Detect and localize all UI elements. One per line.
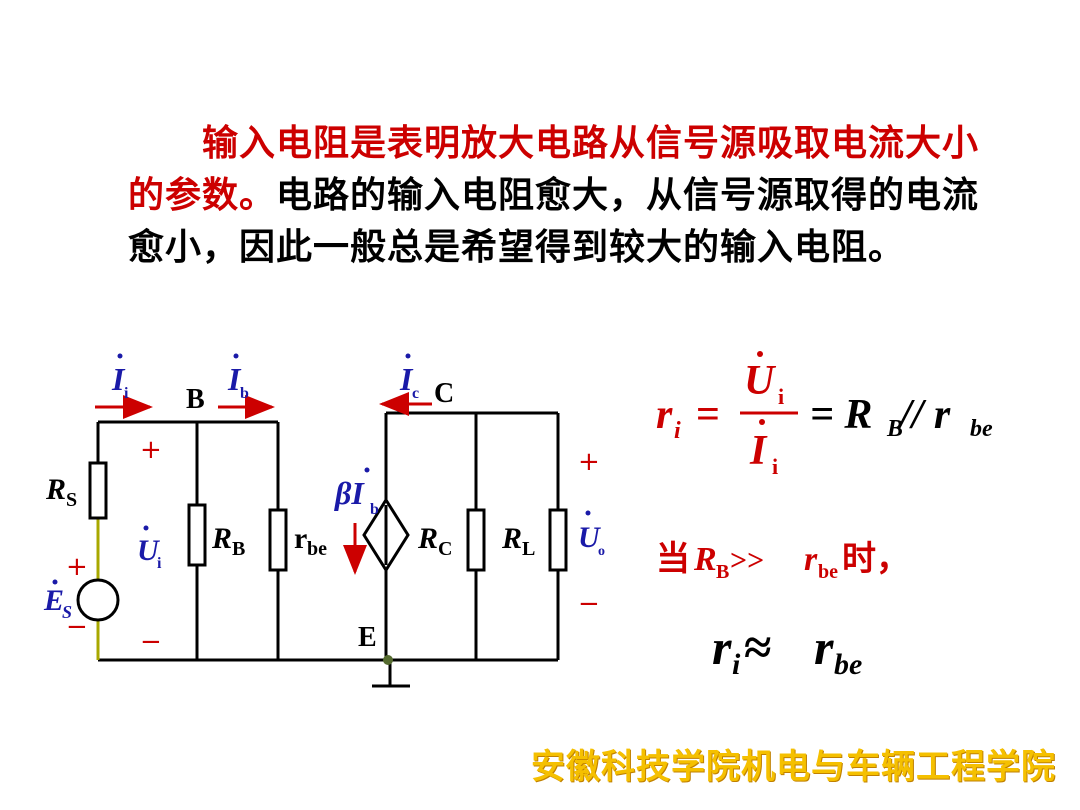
ii-label: I bbox=[111, 361, 126, 397]
svg-text:= R: = R bbox=[810, 392, 872, 438]
svg-text:U: U bbox=[744, 358, 777, 404]
condition-text: 当 R B >> r be 时， bbox=[656, 539, 910, 583]
es-plus: + bbox=[66, 552, 88, 582]
formula-approx: r i ≈ r be bbox=[712, 619, 862, 681]
svg-text:≈: ≈ bbox=[744, 619, 771, 675]
ib-label: I bbox=[227, 361, 242, 397]
rb-sub: B bbox=[232, 538, 245, 560]
ui-plus: + bbox=[140, 435, 162, 465]
svg-text:// r: // r bbox=[897, 392, 951, 438]
ib-sub: b bbox=[240, 385, 249, 402]
description-paragraph: 输入电阻是表明放大电路从信号源吸取电流大小的参数。电路的输入电阻愈大，从信号源取… bbox=[128, 118, 988, 274]
svg-text:i: i bbox=[772, 454, 778, 479]
rbe-sub: be bbox=[307, 538, 327, 560]
voltage-source-icon bbox=[76, 578, 120, 622]
svg-text:B: B bbox=[716, 561, 729, 583]
circuit-wires bbox=[96, 411, 560, 688]
svg-text:=: = bbox=[696, 392, 720, 438]
svg-text:be: be bbox=[818, 561, 838, 583]
ui-sub: i bbox=[157, 555, 162, 572]
svg-text:r: r bbox=[804, 541, 818, 578]
uo-plus: + bbox=[578, 447, 600, 477]
footer-institution: 安徽科技学院机电与车辆工程学院 bbox=[531, 747, 1056, 787]
node-b-label: B bbox=[186, 384, 205, 415]
uo-sub: o bbox=[598, 544, 605, 559]
ui-label: U bbox=[137, 534, 160, 567]
svg-text:r: r bbox=[814, 619, 834, 675]
svg-text:I: I bbox=[749, 428, 768, 474]
beta-ib-label: βI bbox=[334, 475, 365, 511]
rs-label: R bbox=[45, 473, 66, 506]
rs-sub: S bbox=[66, 489, 77, 511]
node-e-dot bbox=[383, 655, 393, 665]
rl-sub: L bbox=[522, 538, 535, 560]
es-minus: − bbox=[66, 612, 88, 642]
resistor-rc bbox=[466, 508, 486, 572]
es-label: E bbox=[43, 584, 64, 617]
resistor-rl bbox=[548, 508, 568, 572]
formula-input-resistance: r i = U i I i = R B // r be bbox=[656, 351, 993, 479]
resistor-rs bbox=[88, 461, 108, 520]
rbe-label: r bbox=[294, 522, 307, 555]
svg-text:be: be bbox=[834, 648, 862, 681]
resistor-rb bbox=[187, 503, 207, 567]
rl-label: R bbox=[501, 522, 522, 555]
svg-text:i: i bbox=[732, 648, 741, 681]
node-e-label: E bbox=[358, 622, 377, 653]
node-c-label: C bbox=[434, 378, 454, 409]
ui-minus: − bbox=[140, 627, 162, 657]
svg-text:be: be bbox=[970, 416, 993, 442]
uo-label: U bbox=[578, 521, 601, 554]
svg-text:i: i bbox=[674, 418, 681, 444]
dependent-source-icon bbox=[362, 497, 410, 573]
svg-text:r: r bbox=[712, 619, 732, 675]
rc-sub: C bbox=[438, 538, 452, 560]
uo-minus: − bbox=[578, 589, 600, 619]
resistor-rbe bbox=[268, 508, 288, 572]
svg-text:B: B bbox=[886, 416, 903, 442]
rb-label: R bbox=[211, 522, 232, 555]
es-sub: S bbox=[62, 602, 72, 622]
paragraph-black-text: 电路的输入电阻愈大，从信号源取得的电流愈小，因此一般总是希望得到较大的输入电阻。 bbox=[128, 175, 980, 268]
rc-label: R bbox=[417, 522, 438, 555]
svg-text:i: i bbox=[778, 384, 784, 409]
svg-text:时，: 时， bbox=[842, 539, 910, 579]
svg-text:r: r bbox=[656, 392, 673, 438]
paragraph-red-text: 输入电阻是表明放大电路从信号源吸取电流大小的参数。 bbox=[128, 123, 980, 216]
svg-text:当: 当 bbox=[656, 539, 690, 579]
beta-ib-sub: b bbox=[370, 501, 379, 518]
svg-text:R: R bbox=[693, 541, 717, 578]
ic-sub: c bbox=[412, 385, 419, 402]
ic-label: I bbox=[399, 361, 414, 397]
svg-text:>>: >> bbox=[730, 544, 764, 577]
ii-sub: i bbox=[124, 385, 129, 402]
